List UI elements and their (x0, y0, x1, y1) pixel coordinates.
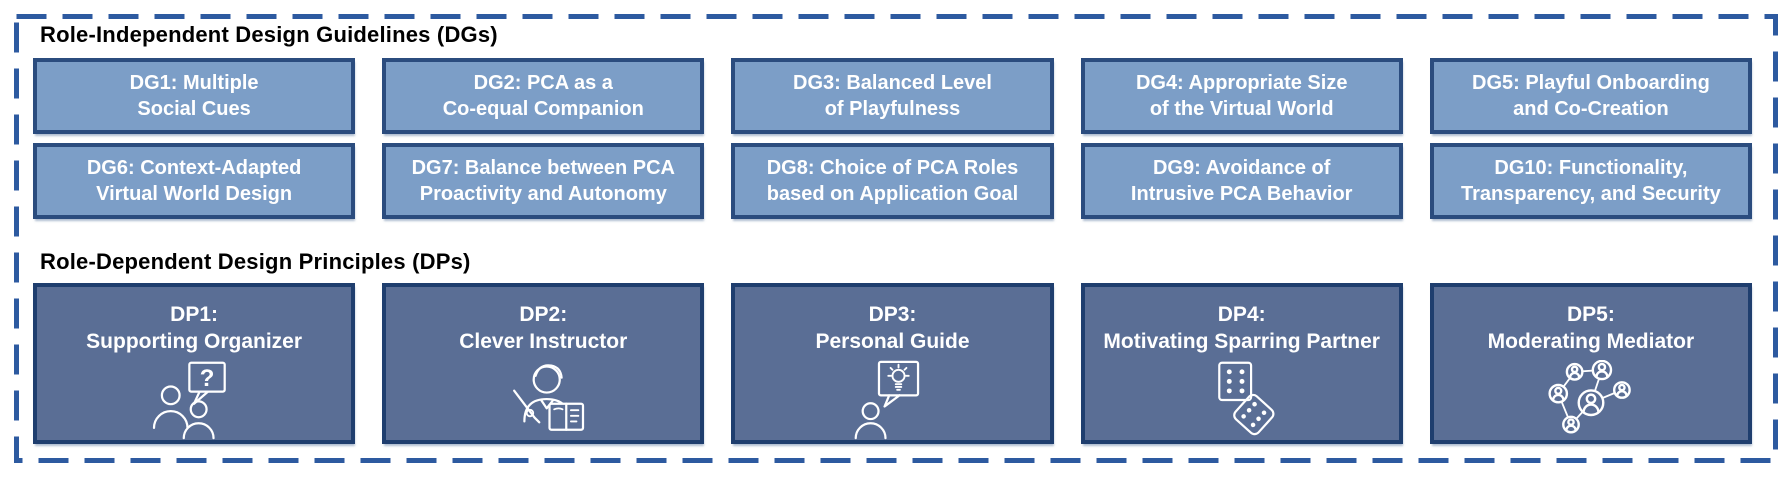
dp1-label-line2: Supporting Organizer (86, 330, 303, 353)
dg5-label-line2: and Co-Creation (1513, 98, 1669, 120)
dp4-label-line1: DP4: (1217, 303, 1266, 326)
dg3-label-line2: of Playfulness (824, 98, 961, 120)
dg2-box: DG2: PCA as a Co-equal Companion (382, 58, 705, 134)
dg8-label-line2: based on Application Goal (766, 183, 1019, 205)
section-title-role-dependent: Role-Dependent Design Principles (DPs) (40, 249, 471, 274)
dg10-label-line2: Transparency, and Security (1461, 183, 1721, 205)
dp3-label-line1: DP3: (868, 303, 917, 326)
dg2-label-line1: DG2: PCA as a (473, 72, 613, 94)
dg-grid: DG1: Multiple Social Cues DG2: PCA as a … (33, 58, 1752, 219)
dp4-box: DP4: Motivating Sparring Partner (1080, 283, 1403, 444)
dp2-label-line1: DP2: (519, 303, 568, 326)
dg9-label-line1: DG9: Avoidance of (1152, 157, 1331, 179)
dp4-label-line2: Motivating Sparring Partner (1103, 330, 1380, 353)
dg7-box: DG7: Balance between PCA Proactivity and… (382, 143, 705, 219)
people-question-bubble-icon: ? (152, 361, 226, 440)
dg3-label-line1: DG3: Balanced Level (793, 72, 992, 94)
dg1-box: DG1: Multiple Social Cues (33, 58, 356, 134)
dg7-label-line2: Proactivity and Autonomy (419, 183, 667, 205)
dg6-label-line2: Virtual World Design (96, 183, 293, 205)
dg2-label-line2: Co-equal Companion (442, 98, 644, 120)
person-idea-bubble-icon (855, 360, 920, 440)
dp3-box: DP3: Personal Guide (731, 283, 1054, 444)
dice-icon (1217, 361, 1275, 436)
dp5-label-line1: DP5: (1566, 303, 1615, 326)
dg6-box: DG6: Context-Adapted Virtual World Desig… (33, 143, 356, 219)
dg8-label-line1: DG8: Choice of PCA Roles (766, 157, 1019, 179)
dp-grid: DP1: Supporting Organizer ? DP2: Clever … (33, 283, 1752, 444)
dp1-label-line1: DP1: (170, 303, 219, 326)
dp5-box: DP5: Moderating Mediator (1429, 283, 1752, 444)
dg10-label-line1: DG10: Functionality, (1494, 157, 1688, 179)
instructor-pen-book-icon (513, 364, 585, 431)
dg6-label-line1: DG6: Context-Adapted (86, 157, 302, 179)
people-network-icon (1548, 360, 1631, 434)
dp2-label-line2: Clever Instructor (459, 330, 628, 353)
section-title-role-independent: Role-Independent Design Guidelines (DGs) (40, 22, 498, 47)
dp3-label-line2: Personal Guide (815, 330, 970, 353)
dg1-label-line1: DG1: Multiple (129, 72, 259, 94)
dg1-label-line2: Social Cues (137, 98, 251, 120)
dp1-box: DP1: Supporting Organizer ? (33, 283, 356, 444)
dg4-box: DG4: Appropriate Size of the Virtual Wor… (1080, 58, 1403, 134)
dg8-box: DG8: Choice of PCA Roles based on Applic… (731, 143, 1054, 219)
dg10-box: DG10: Functionality, Transparency, and S… (1429, 143, 1752, 219)
dg4-label-line2: of the Virtual World (1149, 98, 1334, 120)
dg9-label-line2: Intrusive PCA Behavior (1130, 183, 1353, 205)
dg9-box: DG9: Avoidance of Intrusive PCA Behavior (1080, 143, 1403, 219)
dp5-label-line2: Moderating Mediator (1487, 330, 1695, 353)
dg5-box: DG5: Playful Onboarding and Co-Creation (1429, 58, 1752, 134)
figure-content: Role-Independent Design Guidelines (DGs)… (33, 0, 1752, 444)
dg5-label-line1: DG5: Playful Onboarding (1472, 72, 1710, 94)
dg3-box: DG3: Balanced Level of Playfulness (731, 58, 1054, 134)
dg7-label-line1: DG7: Balance between PCA (411, 157, 675, 179)
svg-text:?: ? (200, 365, 215, 392)
dg4-label-line1: DG4: Appropriate Size (1135, 72, 1348, 94)
dp2-box: DP2: Clever Instructor (382, 283, 705, 444)
